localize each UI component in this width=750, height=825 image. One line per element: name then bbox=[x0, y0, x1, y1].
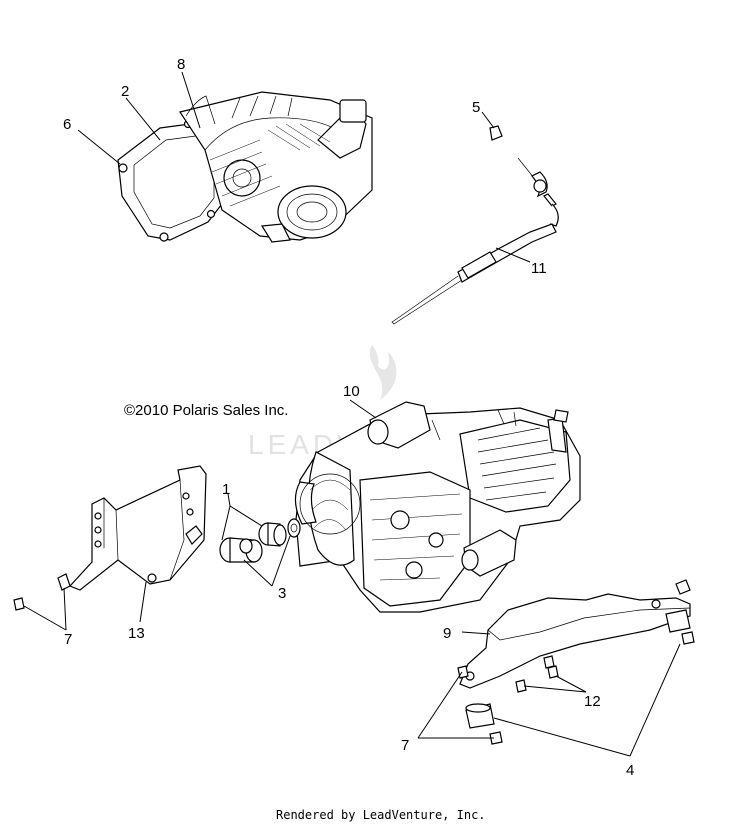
callout-1: 1 bbox=[222, 481, 230, 498]
callout-7-right: 7 bbox=[401, 737, 409, 754]
callout-7-left: 7 bbox=[64, 631, 72, 648]
callout-12: 12 bbox=[584, 693, 601, 710]
engine-mounts bbox=[219, 518, 301, 563]
footer-credit: Rendered by LeadVenture, Inc. bbox=[276, 808, 486, 822]
callout-11: 11 bbox=[531, 260, 547, 277]
callout-5: 5 bbox=[472, 99, 480, 116]
copyright-notice: ©2010 Polaris Sales Inc. bbox=[124, 402, 288, 419]
callout-6: 6 bbox=[63, 116, 71, 133]
callout-2: 2 bbox=[121, 83, 129, 100]
engine-bracket-9 bbox=[457, 579, 695, 745]
callout-13: 13 bbox=[128, 625, 145, 642]
watermark-flame-icon bbox=[369, 345, 397, 400]
callout-3: 3 bbox=[278, 585, 286, 602]
callouts: 2 8 6 5 11 10 1 3 7 13 9 12 7 4 bbox=[63, 56, 634, 779]
engine-bracket-13 bbox=[13, 465, 207, 611]
leader-lines bbox=[23, 71, 681, 757]
callout-4: 4 bbox=[626, 762, 634, 779]
throttle-body-assembly bbox=[117, 91, 373, 243]
callout-9: 9 bbox=[443, 625, 451, 642]
engine-assembly bbox=[294, 401, 581, 613]
throttle-cable bbox=[391, 125, 559, 325]
callout-8: 8 bbox=[177, 56, 185, 73]
callout-10: 10 bbox=[343, 383, 360, 400]
